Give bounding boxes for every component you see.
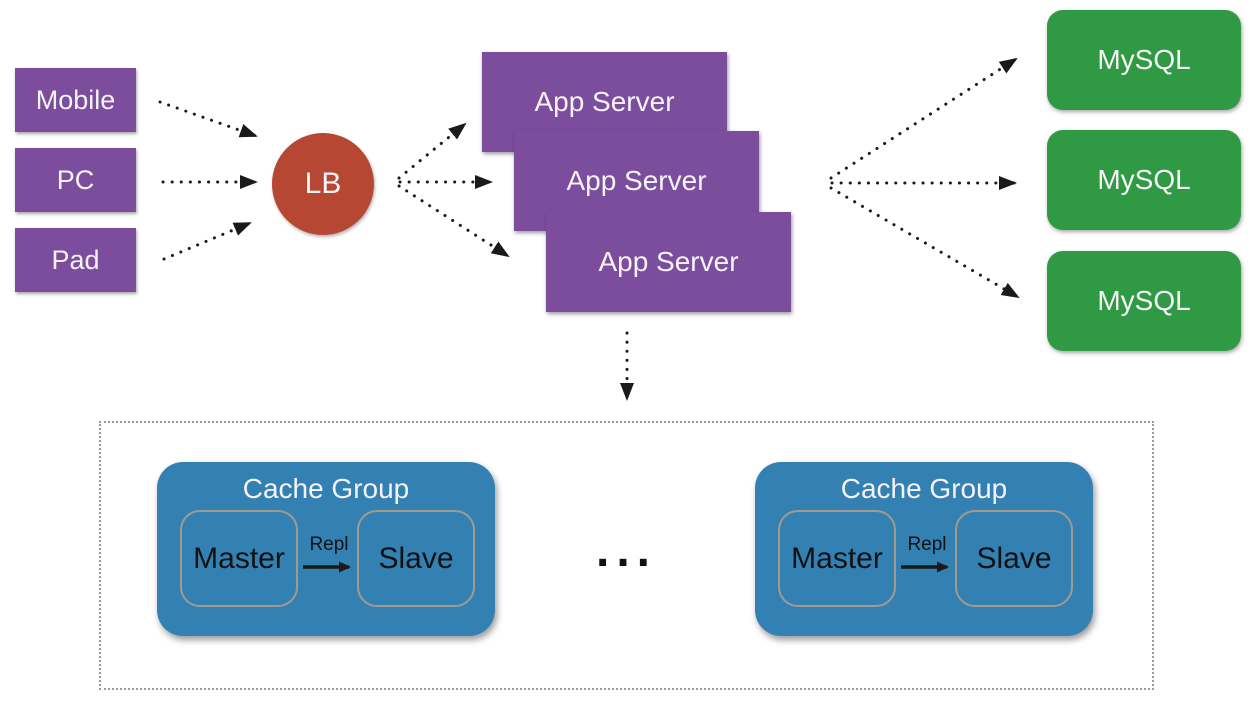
cache-group-title: Cache Group [242,473,410,504]
cache-slave-label: Slave [378,541,454,575]
cache-slave-node: Slave [955,510,1073,607]
replication-label: Repl [309,534,349,555]
arrow-lb-to-appserver-top [397,122,467,180]
cache-master-node: Master [180,510,298,607]
cache-master-label: Master [791,541,883,575]
app-server-label: App Server [566,165,707,196]
cache-master-node: Master [778,510,896,607]
client-node-pad: Pad [15,228,136,292]
app-server-node-3: App Server [546,212,791,312]
mysql-node-3: MySQL [1047,251,1241,351]
cache-slave-node: Slave [357,510,475,607]
load-balancer-node: LB [272,133,374,235]
app-server-label: App Server [598,246,739,277]
cache-group-title: Cache Group [840,473,1008,504]
client-node-label: Mobile [35,84,116,115]
cache-group-1: Cache Group Master Slave Repl [157,462,495,636]
mysql-label: MySQL [1097,164,1191,195]
mysql-label: MySQL [1097,44,1191,75]
cache-group-2: Cache Group Master Slave Repl [755,462,1093,636]
arrow-appserver-to-mysql-bottom [829,186,1020,299]
replication-label: Repl [907,534,947,555]
cache-slave-label: Slave [976,541,1052,575]
arrow-lb-to-appserver-bottom [397,184,510,258]
mysql-node-2: MySQL [1047,130,1241,230]
arrow-mobile-to-lb [158,100,258,138]
app-server-label: App Server [534,86,675,117]
client-node-pc: PC [15,148,136,212]
arrow-appserver-to-mysql-top [829,57,1018,180]
cache-cluster-container [99,421,1154,690]
arrow-pad-to-lb [162,221,252,261]
cache-master-label: Master [193,541,285,575]
client-node-mobile: Mobile [15,68,136,132]
client-node-label: PC [56,164,95,195]
client-node-label: Pad [51,244,100,275]
load-balancer-label: LB [304,167,342,200]
more-cache-groups-ellipsis: ... [596,524,658,577]
mysql-node-1: MySQL [1047,10,1241,110]
mysql-label: MySQL [1097,285,1191,316]
